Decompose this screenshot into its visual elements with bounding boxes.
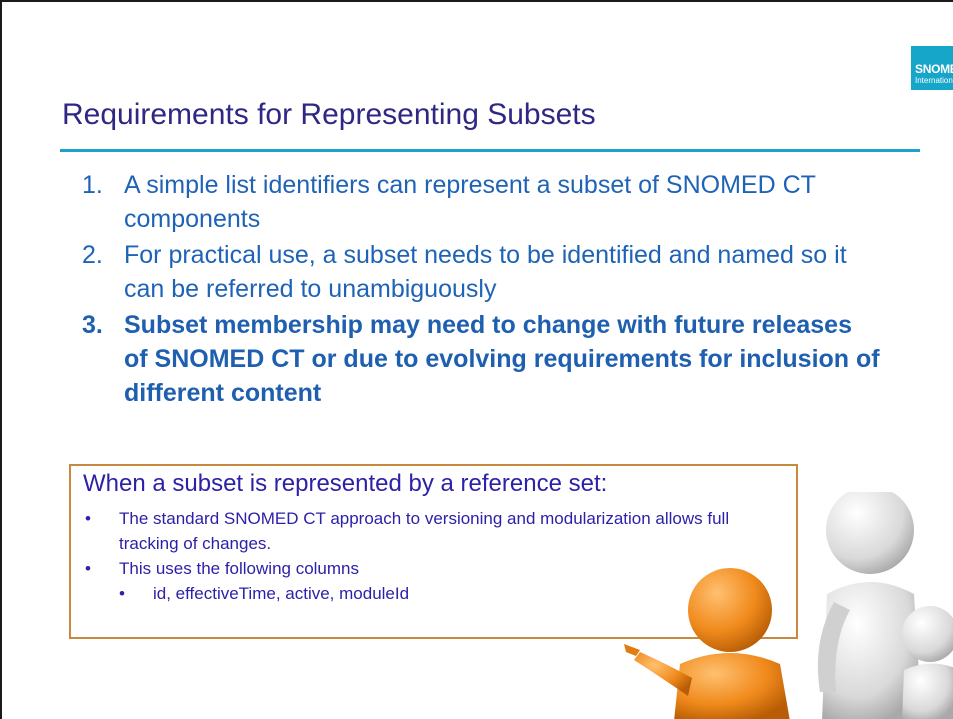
snomed-logo: SNOMED International bbox=[911, 46, 953, 90]
requirement-text: For practical use, a subset needs to be … bbox=[124, 241, 847, 303]
requirement-text: A simple list identifiers can represent … bbox=[124, 171, 816, 233]
note-bullet-text: The standard SNOMED CT approach to versi… bbox=[119, 509, 730, 553]
logo-text-snomed: SNOMED bbox=[915, 62, 953, 76]
bullet-icon: • bbox=[119, 584, 125, 603]
requirement-item-1: 1. A simple list identifiers can represe… bbox=[82, 168, 882, 236]
bullet-icon: • bbox=[85, 559, 91, 578]
note-bullets: • The standard SNOMED CT approach to ver… bbox=[85, 506, 785, 606]
requirements-list: 1. A simple list identifiers can represe… bbox=[82, 168, 882, 412]
note-sub-bullet: • id, effectiveTime, active, moduleId bbox=[85, 581, 785, 606]
requirement-number: 1. bbox=[82, 171, 103, 199]
title-divider bbox=[60, 149, 920, 152]
requirement-number: 2. bbox=[82, 241, 103, 269]
slide-title: Requirements for Representing Subsets bbox=[62, 98, 596, 131]
white-figure-small bbox=[902, 606, 953, 719]
requirement-text: Subset membership may need to change wit… bbox=[124, 311, 880, 407]
reference-set-note-box: When a subset is represented by a refere… bbox=[69, 464, 798, 639]
note-bullet: • The standard SNOMED CT approach to ver… bbox=[85, 506, 785, 556]
note-bullet-text: This uses the following columns bbox=[119, 559, 360, 578]
3d-figures-illustration bbox=[624, 492, 953, 719]
note-sub-bullet-text: id, effectiveTime, active, moduleId bbox=[153, 584, 410, 603]
orange-figure bbox=[624, 568, 790, 719]
requirement-item-2: 2. For practical use, a subset needs to … bbox=[82, 238, 882, 306]
requirement-item-3: 3. Subset membership may need to change … bbox=[82, 308, 882, 410]
logo-text-international: International bbox=[915, 76, 953, 85]
note-heading: When a subset is represented by a refere… bbox=[83, 470, 608, 497]
white-figure-large bbox=[817, 492, 922, 719]
bullet-icon: • bbox=[85, 509, 91, 528]
requirement-number: 3. bbox=[82, 311, 103, 339]
note-bullet: • This uses the following columns bbox=[85, 556, 785, 581]
